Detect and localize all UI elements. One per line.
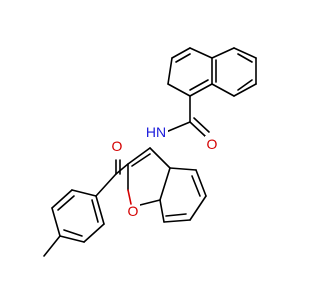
ketone-linkage <box>115 159 129 175</box>
molecule-structure-diagram: HN O O O <box>43 47 257 257</box>
furan-oxygen-atom: O <box>126 203 140 219</box>
amide-nitrogen-atom: HN <box>146 124 168 140</box>
ketone-oxygen-label: O <box>112 138 123 154</box>
amide-oxygen-label: O <box>207 136 218 152</box>
amide-linkage <box>165 95 210 137</box>
ketone-oxygen-atom: O <box>110 138 124 154</box>
amide-nitrogen-h-label: HN <box>146 124 166 140</box>
amide-oxygen-atom: O <box>205 136 219 152</box>
tolyl-ring <box>43 173 117 257</box>
naphthalene-ring-system <box>167 47 257 97</box>
furan-oxygen-label: O <box>128 203 139 219</box>
furan-ring-bond-upper <box>127 189 132 205</box>
